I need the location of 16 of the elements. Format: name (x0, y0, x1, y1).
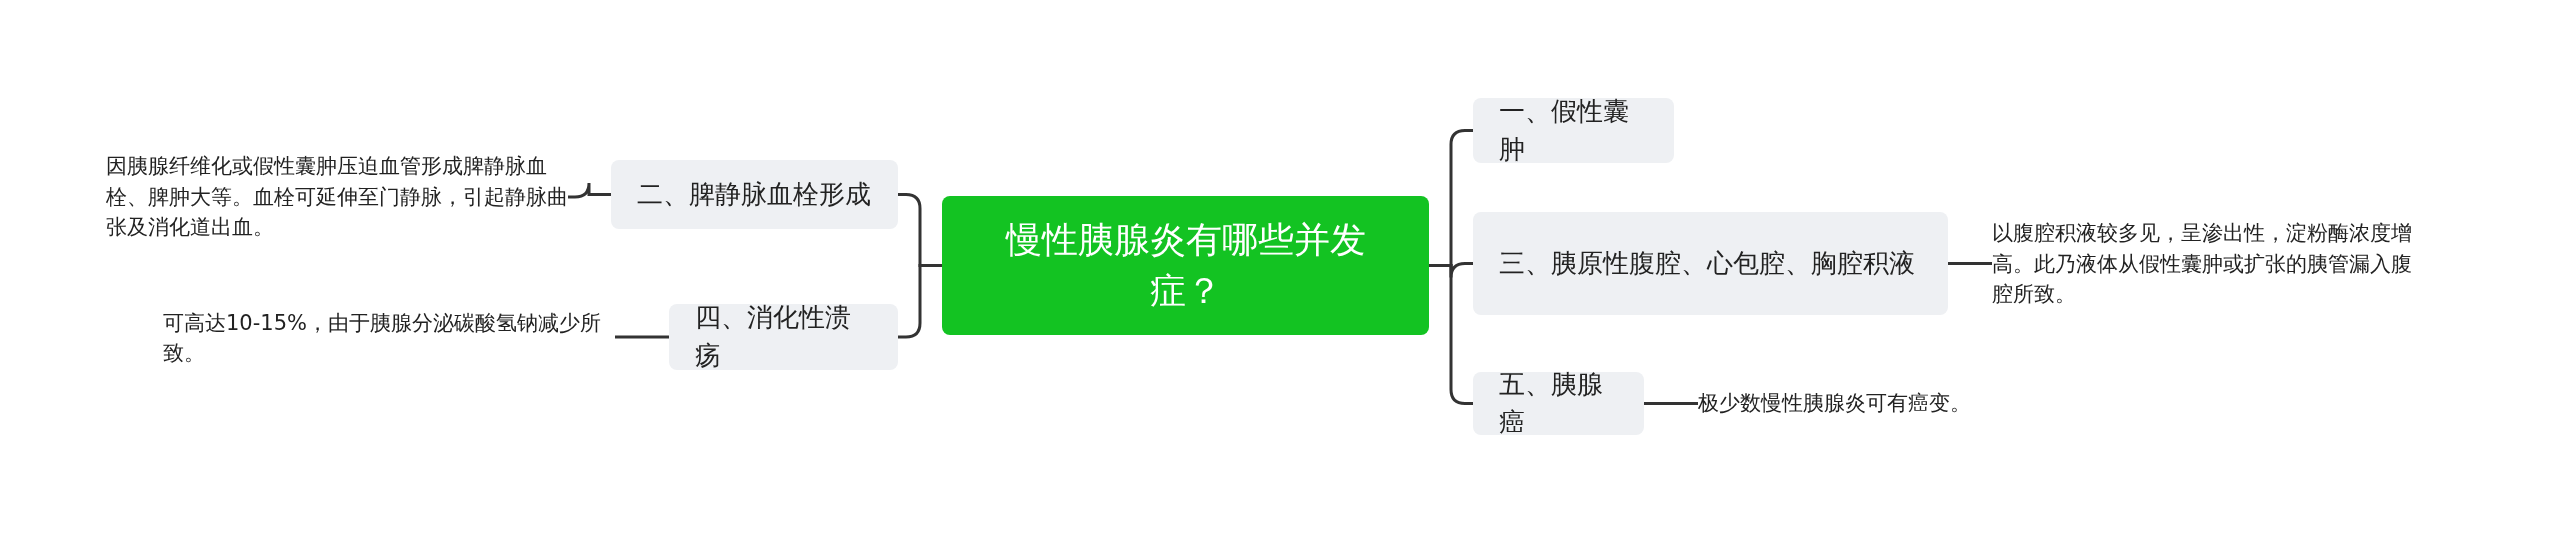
connector-line (1948, 262, 1992, 265)
topic-box: 一、假性囊肿 (1473, 98, 1674, 163)
note-text: 以腹腔积液较多见，呈渗出性，淀粉酶浓度增高。此乃液体从假性囊肿或扩张的胰管漏入腹腔所致。 (1992, 220, 2413, 309)
topic-box: 四、消化性溃疡 (669, 304, 898, 370)
note-text: 因胰腺纤维化或假性囊肿压迫血管形成脾静脉血栓、脾肿大等。血栓可延伸至门静脉，引起静脉曲张及消化道出血。 (106, 153, 568, 242)
connector-line (615, 335, 669, 339)
topic-box: 三、胰原性腹腔、心包腔、胸腔积液 (1473, 212, 1948, 315)
connector-line (568, 181, 611, 199)
topic-box: 二、脾静脉血栓形成 (611, 160, 898, 229)
note-text: 极少数慢性胰腺炎可有癌变。 (1698, 389, 1971, 417)
connector-line (1644, 402, 1698, 405)
connector-line (898, 264, 942, 339)
connector-line (1429, 264, 1473, 405)
topic-box: 五、胰腺癌 (1473, 372, 1644, 435)
note-text: 可高达10-15%，由于胰腺分泌碳酸氢钠减少所致。 (163, 309, 602, 367)
central-topic-box: 慢性胰腺炎有哪些并发症？ (942, 196, 1429, 335)
